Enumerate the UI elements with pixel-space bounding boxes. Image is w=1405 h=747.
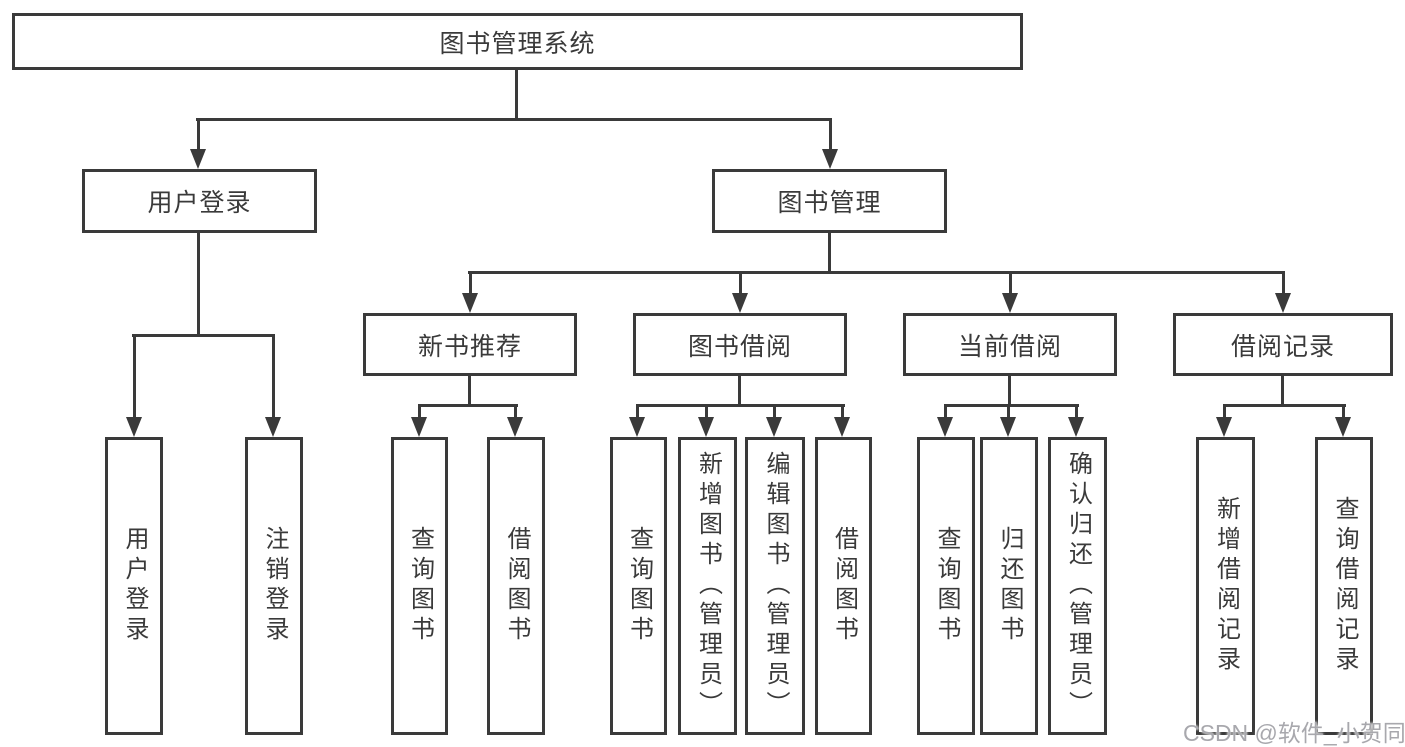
node-current-borrow-label: 当前借阅 bbox=[957, 332, 1062, 361]
leaf-logout: 注销登录 bbox=[245, 437, 303, 735]
arrow-to-borrow-records bbox=[1275, 274, 1292, 313]
connector-book-mgmt-bus bbox=[468, 271, 1285, 274]
leaf-user-login: 用户登录 bbox=[105, 437, 163, 735]
leaf-nb-query-books-label: 查询图书 bbox=[406, 526, 434, 646]
node-book-mgmt-label: 图书管理 bbox=[777, 189, 882, 217]
connector-borrow-records-stem bbox=[1281, 374, 1284, 406]
connector-current-borrow-bus bbox=[944, 404, 1079, 407]
leaf-bb-add-books-admin-label: 新增图书（管理员） bbox=[694, 451, 722, 721]
csdn-watermark: CSDN @软件_小贺同学 bbox=[1183, 720, 1405, 746]
arrow-to-current-borrow bbox=[1002, 274, 1019, 313]
leaf-logout-label: 注销登录 bbox=[261, 526, 288, 646]
arrow-to-nb-borrow-books bbox=[507, 406, 524, 437]
leaf-cb-confirm-return-admin: 确认归还（管理员） bbox=[1048, 437, 1107, 735]
arrow-to-bb-borrow-books bbox=[834, 406, 851, 437]
leaf-cb-return-books-label: 归还图书 bbox=[996, 526, 1023, 646]
leaf-br-query-record-label: 查询借阅记录 bbox=[1331, 496, 1358, 676]
leaf-bb-edit-books-admin: 编辑图书（管理员） bbox=[745, 437, 805, 735]
node-book-borrow: 图书借阅 bbox=[633, 313, 847, 376]
leaf-cb-query-books: 查询图书 bbox=[917, 437, 975, 735]
arrow-to-bb-query-books bbox=[629, 406, 646, 437]
connector-book-mgmt-stem bbox=[828, 230, 831, 274]
connector-new-book-rec-bus bbox=[418, 404, 518, 407]
arrow-to-nb-query-books bbox=[411, 406, 428, 437]
node-new-book-rec-label: 新书推荐 bbox=[417, 332, 522, 361]
connector-root-stem bbox=[515, 68, 518, 120]
connector-current-borrow-stem bbox=[1008, 374, 1011, 406]
leaf-nb-borrow-books: 借阅图书 bbox=[487, 437, 545, 735]
node-book-borrow-label: 图书借阅 bbox=[687, 332, 792, 361]
connector-user-login-bus bbox=[132, 334, 275, 337]
arrow-to-bb-add-books bbox=[698, 406, 715, 437]
connector-new-book-rec-stem bbox=[468, 374, 471, 406]
leaf-cb-query-books-label: 查询图书 bbox=[933, 526, 960, 646]
arrow-to-br-query-record bbox=[1335, 406, 1352, 437]
node-user-login: 用户登录 bbox=[82, 169, 317, 233]
leaf-bb-borrow-books: 借阅图书 bbox=[815, 437, 872, 735]
leaf-br-query-record: 查询借阅记录 bbox=[1315, 437, 1373, 735]
arrow-to-leaf-user-login bbox=[126, 336, 143, 437]
node-new-book-rec: 新书推荐 bbox=[363, 313, 577, 376]
node-book-mgmt: 图书管理 bbox=[712, 169, 947, 233]
leaf-bb-borrow-books-label: 借阅图书 bbox=[830, 526, 858, 646]
node-borrow-records: 借阅记录 bbox=[1173, 313, 1393, 376]
connector-book-borrow-stem bbox=[738, 374, 741, 406]
leaf-bb-edit-books-admin-label: 编辑图书（管理员） bbox=[762, 451, 789, 721]
leaf-user-login-label: 用户登录 bbox=[121, 526, 148, 646]
leaf-cb-return-books: 归还图书 bbox=[980, 437, 1038, 735]
leaf-nb-borrow-books-label: 借阅图书 bbox=[503, 526, 530, 646]
node-borrow-records-label: 借阅记录 bbox=[1230, 332, 1335, 361]
connector-book-borrow-bus bbox=[636, 404, 845, 407]
leaf-cb-confirm-return-admin-label: 确认归还（管理员） bbox=[1064, 451, 1092, 721]
arrow-to-cb-query-books bbox=[937, 406, 954, 437]
leaf-bb-add-books-admin: 新增图书（管理员） bbox=[678, 437, 737, 735]
arrow-to-user-login bbox=[190, 120, 207, 169]
node-current-borrow: 当前借阅 bbox=[903, 313, 1117, 376]
arrow-to-bb-edit-books bbox=[766, 406, 783, 437]
connector-root-bus bbox=[196, 118, 832, 121]
arrow-to-new-book-rec bbox=[462, 274, 479, 313]
arrow-to-book-mgmt bbox=[822, 120, 839, 169]
leaf-bb-query-books: 查询图书 bbox=[610, 437, 667, 735]
arrow-to-book-borrow bbox=[732, 274, 749, 313]
leaf-bb-query-books-label: 查询图书 bbox=[625, 526, 653, 646]
connector-user-login-stem bbox=[197, 230, 200, 336]
arrow-to-cb-return-books bbox=[1000, 406, 1017, 437]
leaf-nb-query-books: 查询图书 bbox=[391, 437, 448, 735]
node-root: 图书管理系统 bbox=[12, 13, 1023, 70]
arrow-to-leaf-logout bbox=[265, 336, 282, 437]
arrow-to-cb-confirm-return bbox=[1068, 406, 1085, 437]
connector-borrow-records-bus bbox=[1223, 404, 1346, 407]
leaf-br-add-record: 新增借阅记录 bbox=[1196, 437, 1255, 735]
node-root-label: 图书管理系统 bbox=[439, 29, 596, 58]
arrow-to-br-add-record bbox=[1216, 406, 1233, 437]
leaf-br-add-record-label: 新增借阅记录 bbox=[1212, 496, 1240, 676]
node-user-login-label: 用户登录 bbox=[147, 189, 252, 217]
